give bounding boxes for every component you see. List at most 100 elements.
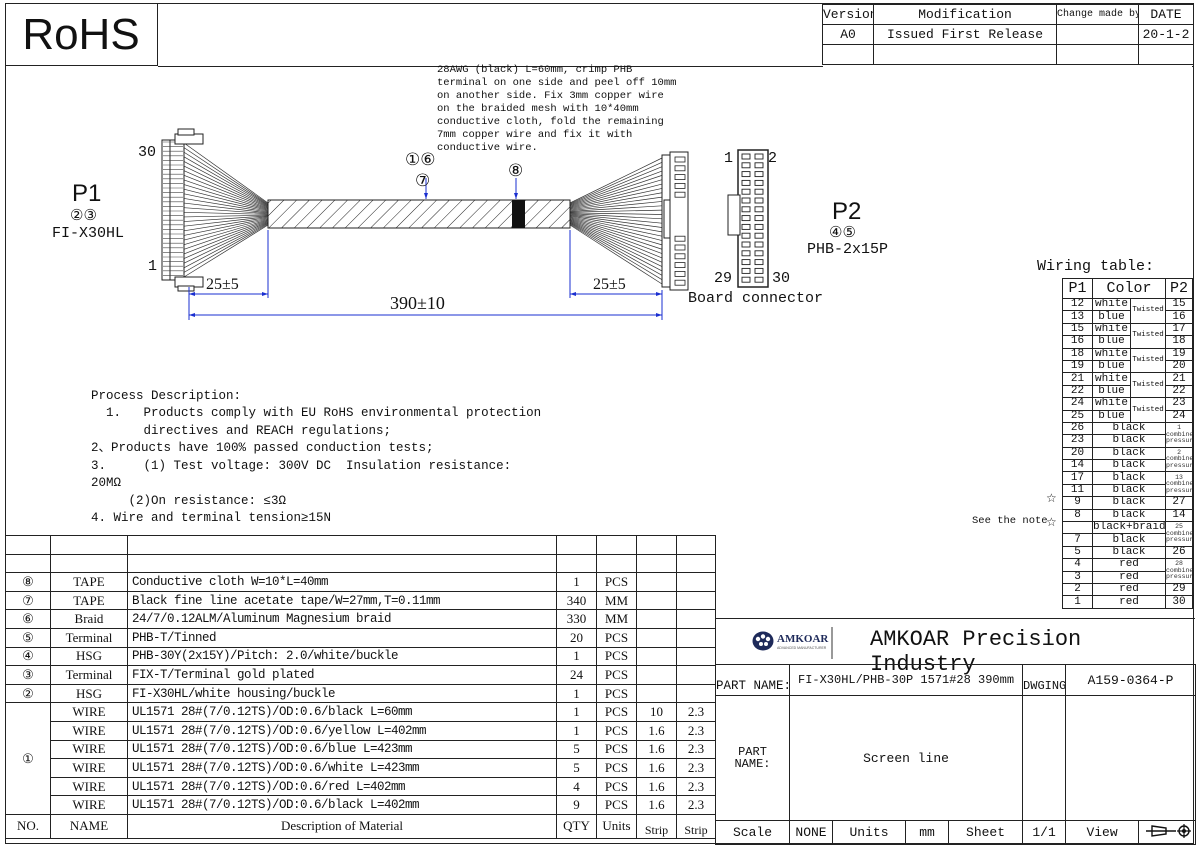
process-line: 3. (1) Test voltage: 300V DC Insulation … xyxy=(91,458,512,473)
bom-name: Terminal xyxy=(50,665,128,685)
revision-cell xyxy=(1138,44,1194,65)
combined-pressure-cell: 28combined pressure xyxy=(1165,558,1194,584)
pin xyxy=(754,162,764,169)
bom-header: NO. xyxy=(5,813,51,839)
wiring-header-p1: P1 xyxy=(1062,278,1093,299)
callout-1-6: ①⑥ xyxy=(405,150,436,169)
blank-cell xyxy=(50,553,128,574)
bom-row: WIRE UL1571 28#(7/0.12TS)/OD:0.6/red L=4… xyxy=(6,776,716,797)
bom-qty: 1 xyxy=(556,720,597,741)
bom-header: QTY xyxy=(556,813,597,839)
bom-qty: 330 xyxy=(556,609,597,629)
revision-header: Version xyxy=(822,4,874,25)
wire xyxy=(569,213,663,220)
wiring-color: black xyxy=(1091,533,1167,547)
wire xyxy=(569,162,663,205)
bom-name: WIRE xyxy=(50,702,128,722)
pin xyxy=(741,197,751,204)
revision-cell: Issued First Release xyxy=(873,24,1057,45)
bom-desc: PHB-30Y(2x15Y)/Pitch: 2.0/white/buckle xyxy=(127,646,557,667)
bom-qty: 1 xyxy=(556,702,597,722)
pin xyxy=(754,188,764,195)
pin xyxy=(674,244,686,251)
wire xyxy=(183,175,269,209)
wire xyxy=(183,161,269,207)
bom-s2 xyxy=(676,609,716,629)
wiring-p1 xyxy=(1062,521,1093,535)
wire xyxy=(569,216,663,237)
wire xyxy=(183,188,269,211)
wiring-color: red xyxy=(1091,570,1167,585)
pin xyxy=(754,241,764,248)
wiring-p1: 9 xyxy=(1062,496,1093,510)
wiring-color: blue xyxy=(1092,384,1131,399)
callout-8: ⑧ xyxy=(508,161,524,180)
bom-name: WIRE xyxy=(50,758,128,778)
wire xyxy=(569,218,663,250)
bom-row: WIRE UL1571 28#(7/0.12TS)/OD:0.6/black L… xyxy=(6,795,716,815)
wiring-p1: 2 xyxy=(1062,582,1093,597)
part-name-value: FI-X30HL/PHB-30P 1571#28 390mm xyxy=(788,664,1024,696)
dim-left: 25±5 xyxy=(206,276,239,293)
wire xyxy=(183,220,269,255)
wiring-p1: 21 xyxy=(1062,372,1093,386)
wire xyxy=(183,211,269,215)
p2-items: ④⑤ xyxy=(829,225,856,241)
board-connector-label: Board connector xyxy=(688,290,824,307)
twisted-label: Twisted xyxy=(1129,347,1167,374)
bom-s1 xyxy=(636,683,677,704)
pin xyxy=(674,174,686,181)
process-line: directives and REACH regulations; xyxy=(91,423,392,438)
wire xyxy=(569,221,663,267)
wire-fan xyxy=(183,142,663,285)
wiring-p2: 30 xyxy=(1165,595,1194,609)
bom-s1 xyxy=(636,646,677,667)
wiring-p1: 17 xyxy=(1062,471,1093,485)
pin xyxy=(754,197,764,204)
bom-s1: 1.6 xyxy=(636,758,677,778)
bom-s1 xyxy=(636,590,677,611)
combined-note: combined pressure xyxy=(1166,480,1192,494)
divider xyxy=(158,66,823,67)
p1-connector-shape xyxy=(161,128,204,292)
bom-s2 xyxy=(676,627,716,648)
bom-s2: 2.3 xyxy=(676,702,716,722)
bom-units: PCS xyxy=(596,739,637,760)
callout-7: ⑦ xyxy=(415,171,431,190)
wiring-row: 26black1combined pressure xyxy=(1062,421,1194,448)
wire xyxy=(569,220,663,263)
pin xyxy=(674,253,686,260)
bom-qty: 1 xyxy=(556,572,597,592)
process-line: 1. Products comply with EU RoHS environm… xyxy=(91,406,542,420)
pin xyxy=(674,270,686,277)
wiring-color: black xyxy=(1091,421,1167,436)
blank-cell xyxy=(50,535,128,555)
combined-pressure-cell: 2combined pressure xyxy=(1165,446,1194,473)
pin xyxy=(754,267,764,274)
process-line: 20MΩ xyxy=(91,476,122,490)
wiring-p2: 16 xyxy=(1165,310,1194,324)
bom-s1: 1.6 xyxy=(636,739,677,760)
wire xyxy=(183,184,269,211)
wire xyxy=(569,212,663,215)
part-name-label-2: PART NAME: xyxy=(715,695,790,821)
bom-desc: UL1571 28#(7/0.12TS)/OD:0.6/black L=60mm xyxy=(127,702,557,722)
blank-cell xyxy=(676,535,716,555)
bom-qty: 5 xyxy=(556,758,597,778)
wiring-p1: 18 xyxy=(1062,347,1093,361)
pin xyxy=(741,179,751,186)
blank-cell xyxy=(5,535,51,555)
arrowhead xyxy=(262,292,268,296)
bom-header: Strip xyxy=(636,813,677,839)
pin xyxy=(741,241,751,248)
wiring-row: 4red28combined pressure xyxy=(1062,558,1194,584)
bom-name: TAPE xyxy=(50,590,128,611)
pin xyxy=(754,153,764,160)
